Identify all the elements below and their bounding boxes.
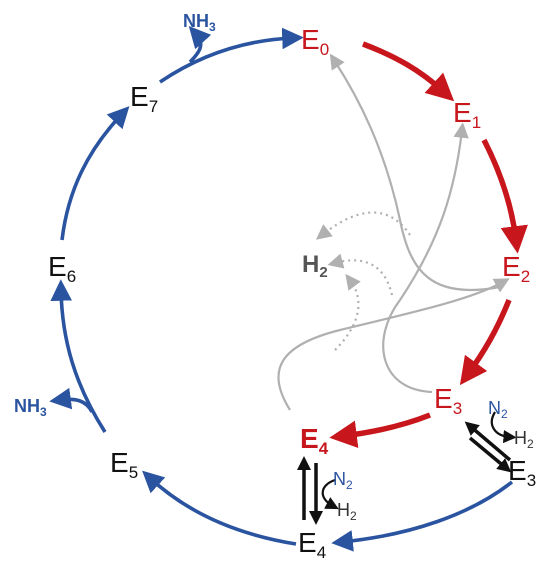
nh3-release-arrow-top — [188, 25, 212, 64]
h2-center-label: H2 — [302, 251, 328, 281]
red-arcs — [329, 41, 528, 448]
gray-arrow-e4-to-e2 — [277, 278, 510, 411]
state-e7: E7 — [130, 81, 158, 116]
nh3-release-arrow-left — [49, 387, 94, 413]
red-arrow-e2-e3 — [459, 298, 512, 386]
state-e4-black: E4 — [298, 527, 326, 562]
diag-arrow-e3-b — [468, 436, 512, 473]
blue-arrow-e7-e0 — [158, 27, 304, 84]
blue-arrow-e4-e5 — [142, 470, 297, 546]
gray-dotted-h2-release — [315, 211, 411, 351]
n2-e4-label: N2 — [333, 469, 353, 492]
h2-e4-label: H2 — [337, 500, 357, 523]
nh3-top-label: NH3 — [183, 11, 216, 34]
red-arrow-e3-e4 — [329, 412, 432, 448]
state-e2: E2 — [502, 251, 530, 286]
n2-h2-exchange-curve-e4 — [321, 478, 339, 510]
state-e0: E0 — [301, 24, 329, 59]
n2-h2-exchange-curve-e3 — [490, 411, 517, 444]
gray-arrow-e2-to-e0 — [329, 53, 501, 292]
n2-e3-label: N2 — [488, 398, 508, 421]
blue-arrow-e3-e4 — [331, 480, 514, 552]
red-arrow-e0-e1 — [362, 41, 455, 102]
blue-arrow-e5-e6 — [50, 279, 107, 433]
blue-arrow-e6-e7 — [60, 106, 130, 241]
h2-e3-label: H2 — [514, 428, 534, 451]
state-e5: E5 — [110, 447, 138, 482]
state-e3-red: E3 — [434, 383, 462, 418]
dotted-arrow-c — [334, 273, 361, 351]
gray-pathways — [277, 53, 510, 411]
gray-arrow-e3-to-e1 — [382, 122, 469, 394]
red-arrow-e1-e2 — [481, 138, 528, 254]
blue-arcs — [49, 25, 514, 552]
nh3-left-label: NH3 — [14, 396, 47, 419]
state-e6: E6 — [48, 251, 76, 286]
exchange-e4 — [297, 456, 339, 525]
state-e1: E1 — [453, 97, 481, 132]
dotted-arrow-b — [327, 253, 394, 296]
state-e3-black: E3 — [508, 455, 536, 490]
state-e4-red: E4 — [300, 423, 329, 458]
diag-arrow-e3-a — [464, 421, 512, 462]
dotted-arrow-a — [315, 211, 411, 240]
exchange-e3 — [464, 411, 517, 473]
